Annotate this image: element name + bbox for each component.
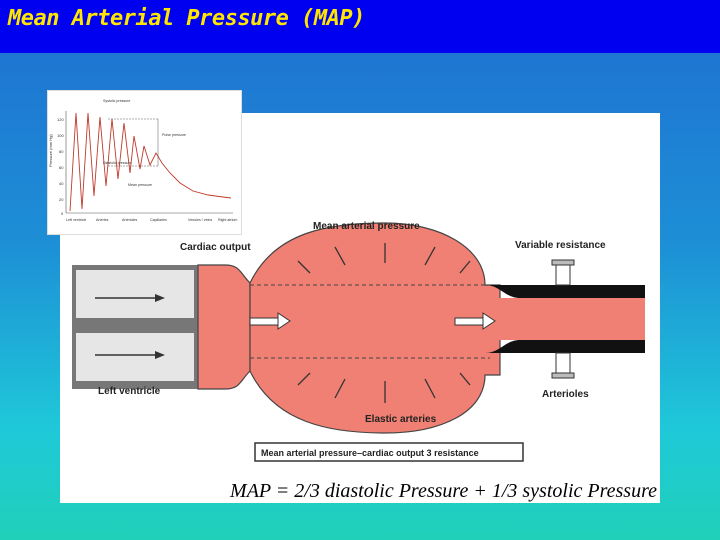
inset-y-tick: 80 — [59, 149, 64, 154]
label-left-ventricle: Left ventricle — [98, 386, 161, 397]
flow-arrow-right — [454, 312, 496, 330]
formula-box: Mean arterial pressure–cardiac output 3 … — [254, 442, 524, 462]
inset-y-tick: 0 — [61, 211, 64, 216]
title-bar: Mean Arterial Pressure (MAP) — [0, 0, 720, 53]
label-arterioles: Arterioles — [542, 389, 589, 400]
flow-arrow-left — [249, 312, 291, 330]
pressure-curve-inset: Pressure (mm Hg) 120 100 80 60 40 20 0 S… — [47, 90, 242, 235]
pressure-arrows — [297, 243, 471, 403]
resistance-clamp-bottom — [551, 352, 575, 379]
inset-x-tick: Arterioles — [122, 218, 137, 222]
inset-y-tick: 120 — [57, 117, 64, 122]
inset-label-pulse: Pulse pressure — [162, 133, 186, 137]
inset-label-systolic: Systolic pressure — [103, 99, 130, 103]
inset-label-diastolic: Diastolic pressure — [103, 161, 132, 165]
inset-x-tick: Right atrium — [218, 218, 237, 222]
inset-y-tick: 60 — [59, 165, 64, 170]
label-cardiac-output: Cardiac output — [180, 242, 251, 253]
ventricle-chamber-bottom — [76, 333, 194, 381]
inset-y-label: Pressure (mm Hg) — [48, 134, 53, 167]
resistance-clamp-top — [551, 259, 575, 286]
ventricle-chamber-top — [76, 270, 194, 318]
map-formula-caption: MAP = 2/3 diastolic Pressure + 1/3 systo… — [230, 480, 657, 502]
inset-x-tick: Venules / veins — [188, 218, 212, 222]
inset-y-tick: 40 — [59, 181, 64, 186]
formula-box-text: Mean arterial pressure–cardiac output 3 … — [261, 448, 479, 458]
pressure-curve-chart: Pressure (mm Hg) 120 100 80 60 40 20 0 S… — [48, 99, 237, 222]
diagram-panel: Mean arterial pressure Cardiac output Va… — [60, 113, 660, 503]
inset-x-tick: Left ventricle — [66, 218, 86, 222]
arteriole-wall-top — [485, 285, 645, 298]
slide-title: Mean Arterial Pressure (MAP) — [8, 6, 365, 31]
elastic-artery-balloon — [249, 222, 501, 434]
label-variable-resistance: Variable resistance — [515, 240, 606, 251]
inset-label-mean: Mean pressure — [128, 183, 152, 187]
pressure-curve — [69, 112, 232, 212]
mean-arterial-pressure-diagram: Mean arterial pressure Cardiac output Va… — [72, 221, 645, 462]
inset-x-tick: Capillaries — [150, 218, 167, 222]
inset-y-tick: 100 — [57, 133, 64, 138]
label-elastic-arteries: Elastic arteries — [365, 414, 437, 425]
arteriole-channel — [480, 298, 645, 340]
label-mean-arterial-pressure: Mean arterial pressure — [313, 221, 420, 232]
ventricle-blood — [197, 264, 251, 390]
inset-x-tick: Arteries — [96, 218, 109, 222]
inset-y-tick: 20 — [59, 197, 64, 202]
arteriole-wall-bottom — [485, 340, 645, 353]
